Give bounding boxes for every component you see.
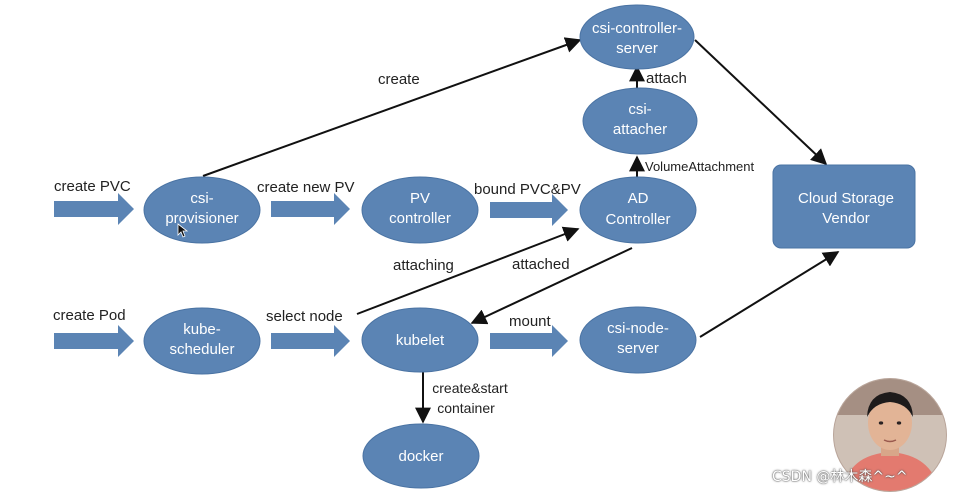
edge-kubelet-to-ad-controller (356, 226, 580, 315)
svg-text:kube-scheduler: kube-scheduler (169, 321, 234, 358)
presenter-avatar (833, 378, 947, 492)
block-arrow-create-pod (54, 325, 134, 357)
node-csi-node-server: csi-node-server (579, 306, 697, 374)
label-attaching: attaching (393, 257, 454, 274)
label-create-pvc: create PVC (54, 178, 131, 195)
block-arrow-create-new-pv (271, 193, 350, 225)
svg-text:csi-attacher: csi-attacher (613, 101, 667, 138)
label-create-pod: create Pod (53, 307, 126, 324)
label-create: create (378, 71, 420, 88)
node-kube-scheduler: kube-scheduler (143, 307, 261, 375)
svg-text:csi-node-server: csi-node-server (607, 320, 669, 357)
block-arrow-select-node (271, 325, 350, 357)
svg-text:csi-controller-server: csi-controller-server (592, 20, 682, 57)
label-mount: mount (509, 313, 552, 330)
block-arrow-mount (490, 325, 568, 357)
edge-controller-server-to-cloud (694, 39, 828, 166)
node-docker: docker (362, 423, 480, 489)
node-csi-controller-server: csi-controller-server (579, 4, 695, 70)
svg-text:csi-provisioner: csi-provisioner (165, 190, 238, 227)
label-attach: attach (646, 70, 687, 87)
node-csi-attacher: csi-attacher (582, 87, 698, 155)
svg-text:kubelet: kubelet (396, 332, 445, 349)
edge-ad-controller-to-kubelet (470, 247, 633, 325)
svg-text:docker: docker (398, 448, 443, 465)
label-select-node: select node (266, 308, 343, 325)
label-volume-attachment: VolumeAttachment (645, 159, 755, 174)
edge-provisioner-to-controller-server (202, 37, 582, 177)
node-kubelet: kubelet (361, 307, 479, 373)
csdn-watermark: CSDN @林木森^~^ (772, 469, 908, 485)
label-create-new-pv: create new PV (257, 179, 355, 196)
mouse-pointer-icon (177, 223, 189, 238)
label-bound-pvc-pv: bound PVC&PV (474, 181, 581, 198)
node-csi-provisioner: csi-provisioner (143, 176, 261, 244)
edge-node-server-to-cloud (699, 251, 840, 338)
label-attached: attached (512, 256, 570, 273)
block-arrow-create-pvc (54, 193, 134, 225)
block-arrow-bound-pvc-pv (490, 194, 568, 226)
